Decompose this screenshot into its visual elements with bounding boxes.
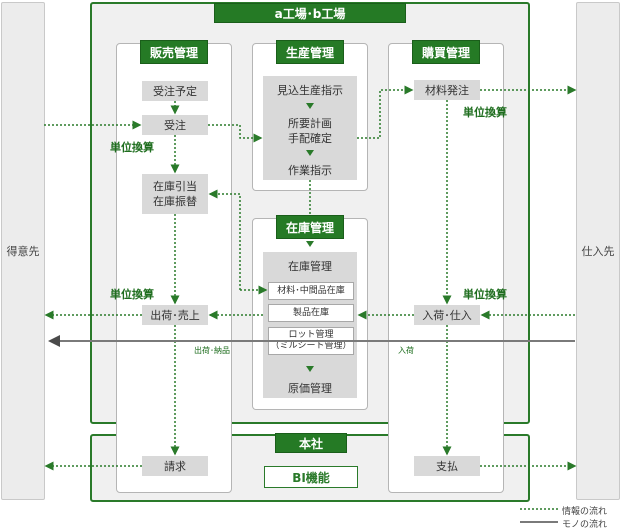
arrow-mrp-work xyxy=(306,150,314,156)
material-order-box: 材料発注 xyxy=(414,80,480,100)
legend-goods-flow-label: モノの流れ xyxy=(562,520,608,530)
order-plan-box: 受注予定 xyxy=(142,81,208,101)
arrow-forecast-mrp xyxy=(306,103,314,109)
arrow-lot-cost xyxy=(306,366,314,372)
customer-panel: 得意先 xyxy=(1,2,45,500)
sales-header: 販売管理 xyxy=(140,40,208,64)
shipment-delivery-label: 出荷･納品 xyxy=(194,346,230,355)
production-header: 生産管理 xyxy=(276,40,344,64)
unit-conversion-label-receipt: 単位換算 xyxy=(463,288,507,301)
inventory-panel-title: 在庫管理 xyxy=(288,259,332,273)
receipt-purchase-box: 入荷･仕入 xyxy=(414,305,480,325)
materials-wip-box: 材料･中間品在庫 xyxy=(268,282,354,300)
hq-title: 本社 xyxy=(275,433,347,453)
production-panel xyxy=(263,76,357,180)
mrp-text: 所要計画 手配確定 xyxy=(288,117,332,145)
customer-label: 得意先 xyxy=(6,245,40,258)
inventory-header: 在庫管理 xyxy=(276,215,344,239)
forecast-instruction-text: 見込生産指示 xyxy=(277,83,343,97)
order-box: 受注 xyxy=(142,115,208,135)
factory-title: a工場･b工場 xyxy=(214,3,406,23)
receipt-label: 入荷 xyxy=(398,346,414,355)
product-stock-box: 製品在庫 xyxy=(268,304,354,322)
cost-management-box: 原価管理 xyxy=(263,378,357,398)
flow-order-production xyxy=(208,124,263,143)
legend-info-flow-label: 情報の流れ xyxy=(562,507,608,517)
unit-conversion-label-shipment: 単位換算 xyxy=(110,288,154,301)
bi-function-box: BI機能 xyxy=(264,466,358,488)
supplier-label: 仕入先 xyxy=(581,245,615,258)
shipment-sales-box: 出荷･売上 xyxy=(142,305,208,325)
arrow-into-inventory xyxy=(306,241,314,247)
unit-conversion-label-material: 単位換算 xyxy=(463,106,507,119)
purchasing-header: 購買管理 xyxy=(412,40,480,64)
payment-box: 支払 xyxy=(414,456,480,476)
purchasing-column xyxy=(388,43,504,493)
work-instruction-text: 作業指示 xyxy=(288,163,332,177)
billing-box: 請求 xyxy=(142,456,208,476)
supplier-panel: 仕入先 xyxy=(576,2,620,500)
stock-allocation-box: 在庫引当 在庫振替 xyxy=(142,174,208,214)
unit-conversion-label-order: 単位換算 xyxy=(110,141,154,154)
flow-inventory-stock xyxy=(208,189,241,290)
flow-production-material xyxy=(357,85,414,139)
